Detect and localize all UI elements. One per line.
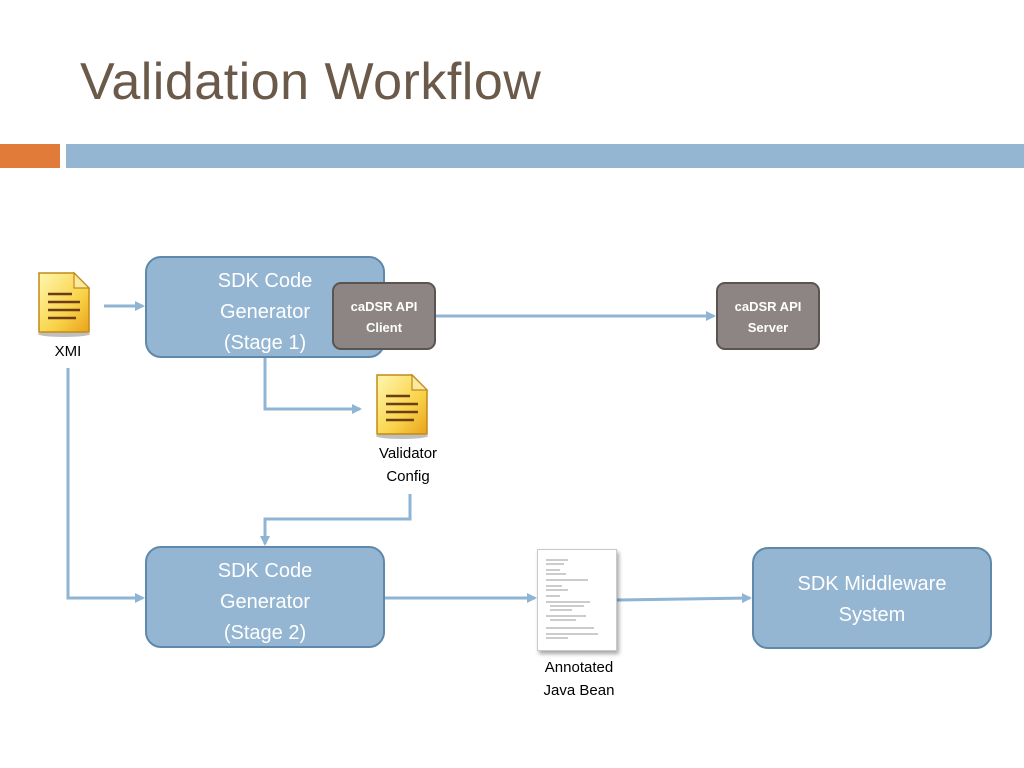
middleware-label: SDK Middleware System bbox=[797, 573, 947, 626]
code-lines-icon bbox=[546, 559, 598, 639]
arrow-stage1-to-config bbox=[263, 358, 362, 414]
xmi-document-icon bbox=[38, 271, 91, 337]
validator-config-document-icon bbox=[376, 373, 429, 439]
arrow-bean-to-middleware bbox=[616, 593, 752, 604]
arrow-config-to-stage2 bbox=[260, 494, 412, 546]
java-bean-caption: Annotated Java Bean bbox=[543, 659, 615, 699]
accent-bar-orange bbox=[0, 144, 60, 168]
xmi-caption: XMI bbox=[54, 343, 82, 360]
sdk-middleware-system-box: SDK Middleware System bbox=[752, 547, 992, 649]
java-bean-code-page-icon bbox=[537, 549, 617, 651]
arrow-xmi-to-stage2 bbox=[66, 368, 145, 603]
stage1-label: SDK Code Generator (Stage 1) bbox=[217, 270, 313, 354]
cadsr-api-server-box: caDSR API Server bbox=[716, 282, 820, 350]
cadsr-api-client-box: caDSR API Client bbox=[332, 282, 436, 350]
sdk-code-generator-stage2: SDK Code Generator (Stage 2) bbox=[145, 546, 385, 648]
stage2-label: SDK Code Generator (Stage 2) bbox=[217, 560, 313, 644]
slide-title: Validation Workflow bbox=[80, 53, 542, 111]
validator-config-caption: Validator Config bbox=[378, 445, 438, 485]
accent-bar-blue bbox=[66, 144, 1024, 168]
